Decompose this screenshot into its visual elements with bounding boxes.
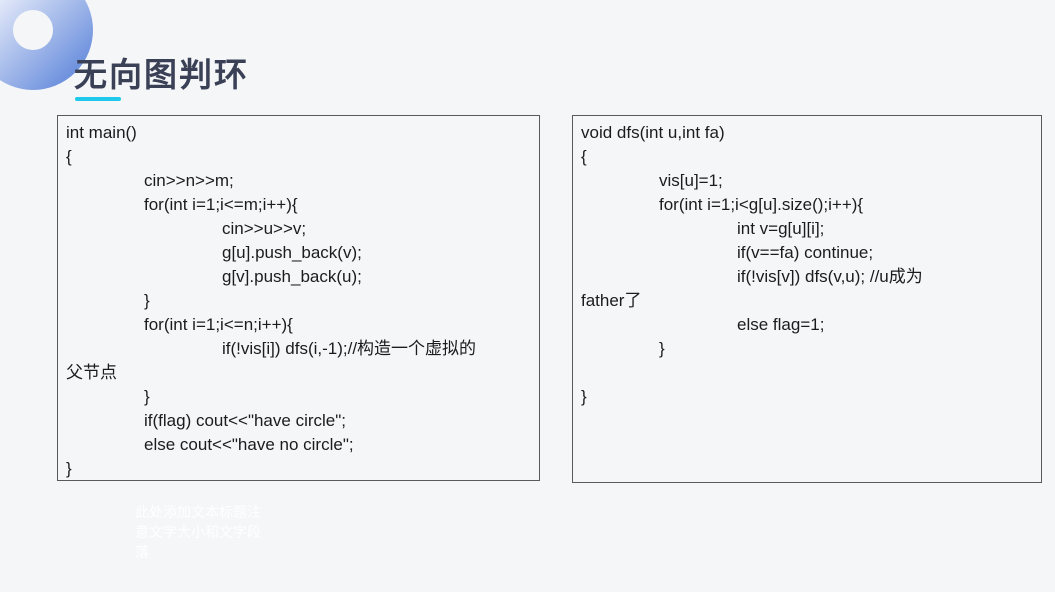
code-line: if(flag) cout<<"have circle";: [144, 411, 346, 430]
code-line: father了: [581, 291, 642, 310]
code-line: {: [66, 147, 72, 166]
code-line: }: [144, 291, 150, 310]
code-line: for(int i=1;i<g[u].size();i++){: [659, 195, 864, 214]
code-line: else cout<<"have no circle";: [144, 435, 354, 454]
code-line: [573, 361, 1041, 385]
code-line: if(!vis[i]) dfs(i,-1);//构造一个虚拟的: [222, 339, 477, 358]
code-line: {: [581, 147, 587, 166]
code-line: for(int i=1;i<=m;i++){: [144, 195, 298, 214]
code-box-main[interactable]: int main() { cin>>n>>m; for(int i=1;i<=m;i+…: [57, 115, 540, 481]
code-line: cin>>u>>v;: [222, 219, 307, 238]
slide-title: 无向图判环: [74, 55, 249, 94]
code-line: else flag=1;: [737, 315, 825, 334]
code-line: g[v].push_back(u);: [222, 267, 362, 286]
code-line: void dfs(int u,int fa): [581, 123, 725, 142]
code-line: }: [144, 387, 150, 406]
code-line: }: [659, 339, 665, 358]
code-main: int main() { cin>>n>>m; for(int i=1;i<=m;i+…: [58, 116, 539, 481]
placeholder-line: 意文字大小和文字段: [135, 524, 261, 540]
code-line: g[u].push_back(v);: [222, 243, 362, 262]
code-line: cin>>n>>m;: [144, 171, 234, 190]
code-line: for(int i=1;i<=n;i++){: [144, 315, 293, 334]
code-box-dfs[interactable]: void dfs(int u,int fa) { vis[u]=1; for(int …: [572, 115, 1042, 483]
code-line: }: [66, 459, 72, 478]
code-line: if(!vis[v]) dfs(v,u); //u成为: [737, 267, 923, 286]
code-line: int v=g[u][i];: [737, 219, 825, 238]
placeholder-line: 此处添加文本标题注: [135, 504, 261, 520]
code-line: 父节点: [66, 363, 117, 382]
code-line: }: [581, 387, 587, 406]
title-underline: [75, 97, 121, 101]
code-line: int main(): [66, 123, 137, 142]
code-dfs: void dfs(int u,int fa) { vis[u]=1; for(int …: [573, 116, 1041, 409]
code-line: if(v==fa) continue;: [737, 243, 874, 262]
placeholder-line: 落: [135, 544, 149, 560]
placeholder-text[interactable]: 此处添加文本标题注意文字大小和文字段落: [135, 502, 261, 562]
code-line: vis[u]=1;: [659, 171, 723, 190]
